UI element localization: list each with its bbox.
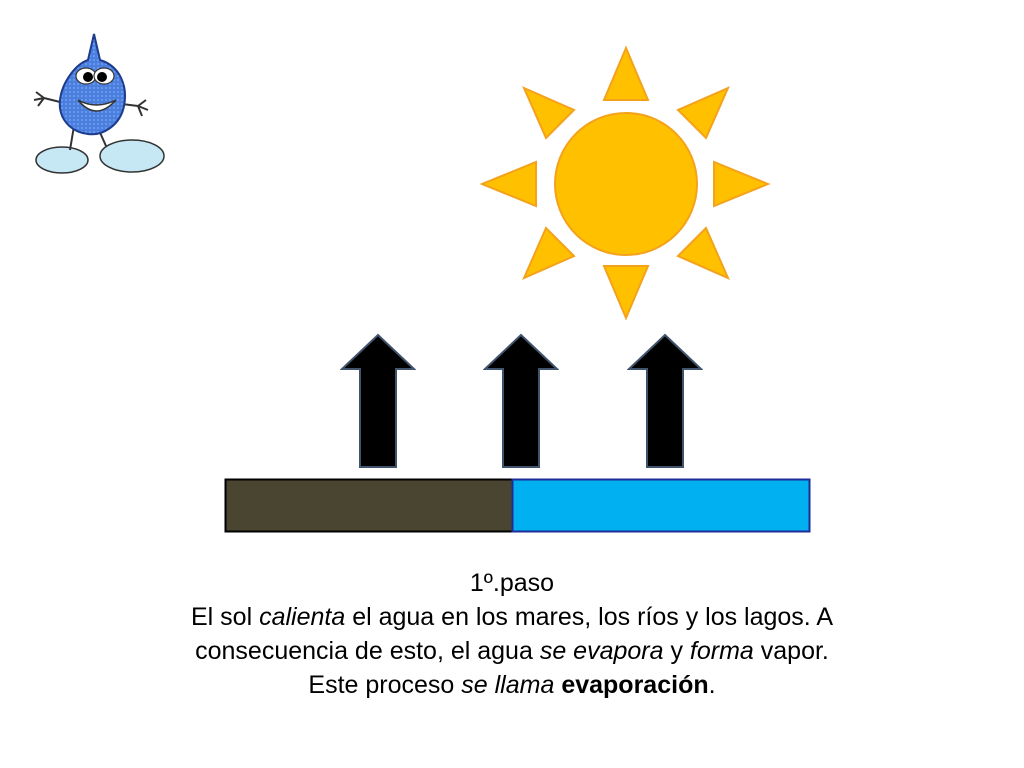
caption-emphasis: calienta	[259, 603, 346, 631]
caption-text: vapor.	[753, 637, 829, 665]
caption-emphasis: forma	[689, 637, 754, 665]
caption-emphasis: se llama	[461, 671, 555, 699]
land-water-bar	[224, 478, 811, 533]
caption-key-term: evaporación	[561, 671, 709, 699]
land-segment	[224, 478, 514, 533]
sun-icon	[479, 45, 771, 321]
caption-line-2: consecuencia de esto, el agua se evapora…	[60, 634, 964, 668]
caption-emphasis: se evapora	[539, 637, 664, 665]
water-drop-mascot-icon	[33, 33, 165, 174]
evaporation-arrow-1	[340, 333, 416, 468]
evaporation-arrow-3	[627, 333, 703, 468]
caption-text: .	[708, 671, 716, 699]
evaporation-arrow-2	[483, 333, 559, 468]
step-title: 1º.paso	[469, 569, 555, 597]
caption-text: el agua en los mares, los ríos y los lag…	[345, 603, 833, 631]
caption-text: Este proceso	[308, 671, 462, 699]
step-caption: 1º.paso El sol calienta el agua en los m…	[60, 566, 964, 702]
caption-text: El sol	[190, 603, 260, 631]
caption-text: consecuencia de esto, el agua	[195, 637, 540, 665]
caption-text: y	[663, 637, 690, 665]
caption-line-3: Este proceso se llama evaporación.	[60, 668, 964, 702]
caption-line-1: El sol calienta el agua en los mares, lo…	[60, 600, 964, 634]
water-segment	[511, 478, 811, 533]
